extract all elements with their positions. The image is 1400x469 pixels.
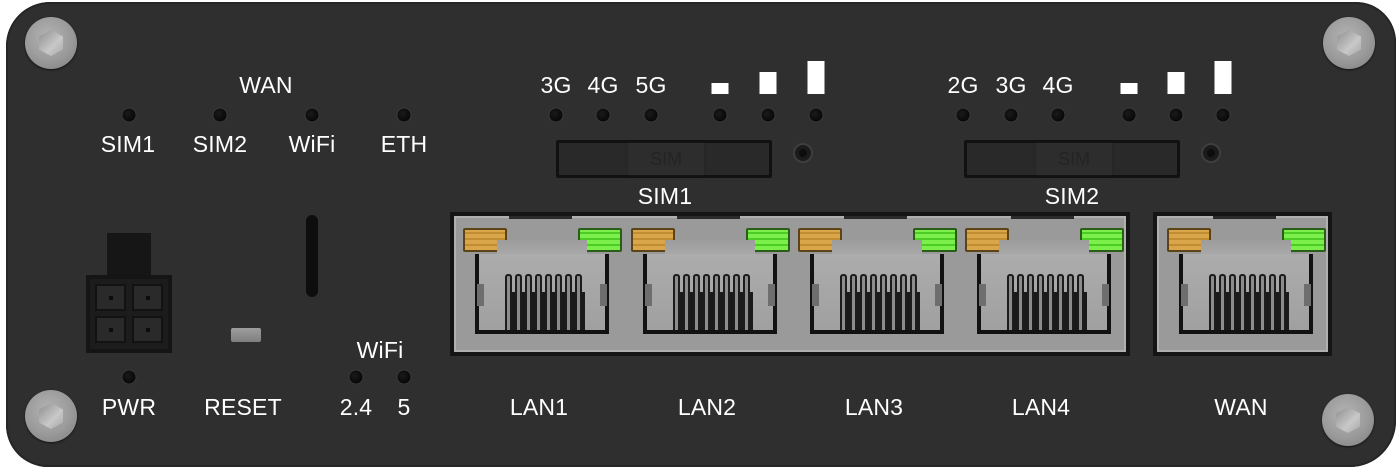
lan1-label: LAN1 <box>509 394 569 420</box>
power-pin-icon <box>132 316 163 343</box>
led-wan-sim1 <box>122 108 136 122</box>
sim2-tray-label: SIM2 <box>1044 183 1100 209</box>
reset-button[interactable] <box>231 328 261 342</box>
led-sim2-signal-2 <box>1169 108 1183 122</box>
lan3-label: LAN3 <box>844 394 904 420</box>
pwr-label: PWR <box>101 394 157 420</box>
lan-port-bank <box>450 212 1130 356</box>
wifi-band-label-5: 5 <box>397 394 411 420</box>
wan-port[interactable] <box>1161 216 1328 346</box>
led-pwr <box>122 370 136 384</box>
led-sim1-4g <box>596 108 610 122</box>
wan-port-bank <box>1153 212 1332 356</box>
wan-led-label-sim1: SIM1 <box>100 131 156 157</box>
sim2-tray[interactable]: SIM <box>964 140 1180 178</box>
vertical-slot <box>306 215 318 297</box>
sim2-net-label-3g: 3G <box>995 72 1027 98</box>
sim2-eject-button[interactable] <box>1201 143 1221 163</box>
sim1-signal-bar-3-icon <box>807 61 825 94</box>
sim1-tray[interactable]: SIM <box>556 140 772 178</box>
led-sim2-signal-1 <box>1122 108 1136 122</box>
wan-group-label: WAN <box>239 72 293 98</box>
lan2-label: LAN2 <box>677 394 737 420</box>
power-pin-icon <box>95 316 126 343</box>
sim1-eject-button[interactable] <box>793 143 813 163</box>
power-connector-latch <box>107 233 151 275</box>
wan-led-label-wifi: WiFi <box>288 131 336 157</box>
power-connector[interactable] <box>86 233 172 353</box>
wifi-band-label-2-4: 2.4 <box>339 394 373 420</box>
sim2-signal-bar-1-icon <box>1120 83 1138 94</box>
sim2-signal-bar-3-icon <box>1214 61 1232 94</box>
lan2-activity-led <box>631 228 675 252</box>
sim1-net-label-5g: 5G <box>635 72 667 98</box>
sim2-tray-imprint: SIM <box>1058 149 1091 169</box>
sim2-net-label-2g: 2G <box>947 72 979 98</box>
screw-top-right-icon <box>1323 17 1375 69</box>
wan-port-label: WAN <box>1214 394 1268 420</box>
lan4-label: LAN4 <box>1011 394 1071 420</box>
wan-led-label-eth: ETH <box>380 131 428 157</box>
led-sim1-3g <box>549 108 563 122</box>
wan-led-label-sim2: SIM2 <box>192 131 248 157</box>
sim2-signal-bar-2-icon <box>1167 72 1185 94</box>
led-wifi-5 <box>397 370 411 384</box>
led-sim2-2g <box>956 108 970 122</box>
lan3-port[interactable] <box>792 216 959 346</box>
sim1-tray-imprint: SIM <box>650 149 683 169</box>
led-sim2-3g <box>1004 108 1018 122</box>
led-sim2-4g <box>1051 108 1065 122</box>
reset-label: RESET <box>204 394 282 420</box>
led-sim1-signal-3 <box>809 108 823 122</box>
power-pin-icon <box>95 284 126 311</box>
screw-bottom-right-icon <box>1322 394 1374 446</box>
lan2-port[interactable] <box>625 216 792 346</box>
sim1-signal-bar-2-icon <box>759 72 777 94</box>
led-wifi-2-4 <box>349 370 363 384</box>
led-sim2-signal-3 <box>1216 108 1230 122</box>
led-wan-eth <box>397 108 411 122</box>
lan1-port[interactable] <box>457 216 624 346</box>
sim1-tray-label: SIM1 <box>637 183 693 209</box>
sim1-net-label-3g: 3G <box>540 72 572 98</box>
led-wan-wifi <box>305 108 319 122</box>
sim2-net-label-4g: 4G <box>1042 72 1074 98</box>
led-sim1-signal-1 <box>713 108 727 122</box>
screw-top-left-icon <box>25 17 77 69</box>
power-pin-icon <box>132 284 163 311</box>
led-wan-sim2 <box>213 108 227 122</box>
led-sim1-5g <box>644 108 658 122</box>
screw-bottom-left-icon <box>25 390 77 442</box>
led-sim1-signal-2 <box>761 108 775 122</box>
sim1-signal-bar-1-icon <box>711 83 729 94</box>
sim1-net-label-4g: 4G <box>587 72 619 98</box>
lan4-port[interactable] <box>959 216 1126 346</box>
wifi-group-label: WiFi <box>356 337 404 363</box>
